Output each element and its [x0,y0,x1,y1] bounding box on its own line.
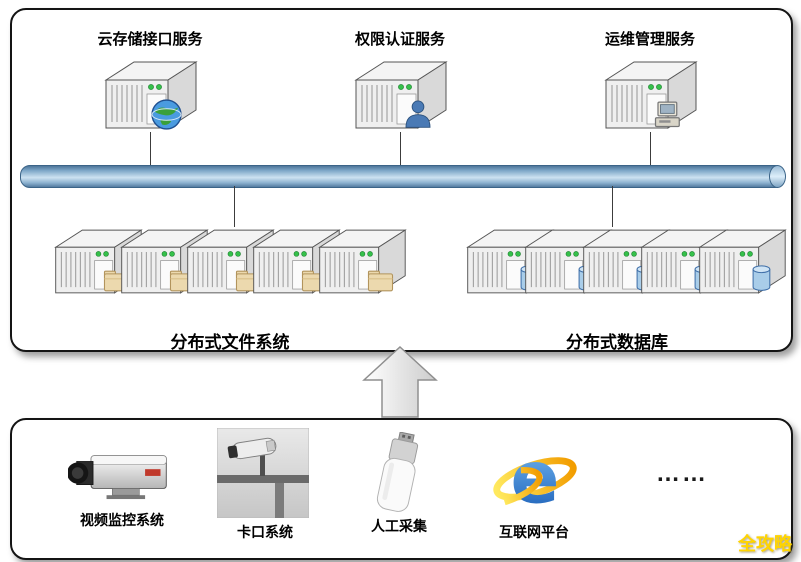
cloud-storage-server-icon [100,58,200,130]
more-sources-ellipsis: …… [656,460,708,487]
watermark: 全攻略 [738,534,792,554]
auth-server-icon [350,58,450,132]
file-system-label: 分布式文件系统 [170,333,290,352]
folder-icon [367,270,394,292]
ops-server-icon [600,58,700,132]
connector-line [150,132,151,165]
source-label-checkpoint: 卡口系统 [237,524,293,540]
server-icon [314,226,409,297]
service-label-ops: 运维管理服务 [604,31,696,48]
database-cluster [462,226,792,306]
cloud-platform-box: 云存储接口服务 权限认证服务 运维管理服务 [10,8,793,352]
connector-line [650,132,651,165]
cctv-camera-icon [68,446,174,502]
source-label-video: 视频监控系统 [80,512,164,528]
data-bus-pipe [20,165,786,188]
service-label-cloud-storage: 云存储接口服务 [97,31,203,48]
data-sources-box: 视频监控系统 卡口系统 人工采集 互联网平台 …… [10,418,793,560]
connector-line [612,186,613,227]
source-label-manual: 人工采集 [371,518,427,534]
server-icon [694,226,789,297]
source-label-internet: 互联网平台 [499,524,569,540]
database-label: 分布式数据库 [566,333,668,352]
service-label-auth: 权限认证服务 [354,31,446,48]
connector-line [234,186,235,227]
internet-explorer-icon [491,438,579,516]
globe-icon [151,99,182,130]
ops-device-icon [654,101,680,128]
connector-line [400,132,401,165]
usb-drive-icon [358,432,442,516]
file-system-cluster [50,226,410,306]
checkpoint-camera-icon [217,428,309,518]
up-arrow [362,346,438,418]
database-cylinder-icon [752,265,771,291]
